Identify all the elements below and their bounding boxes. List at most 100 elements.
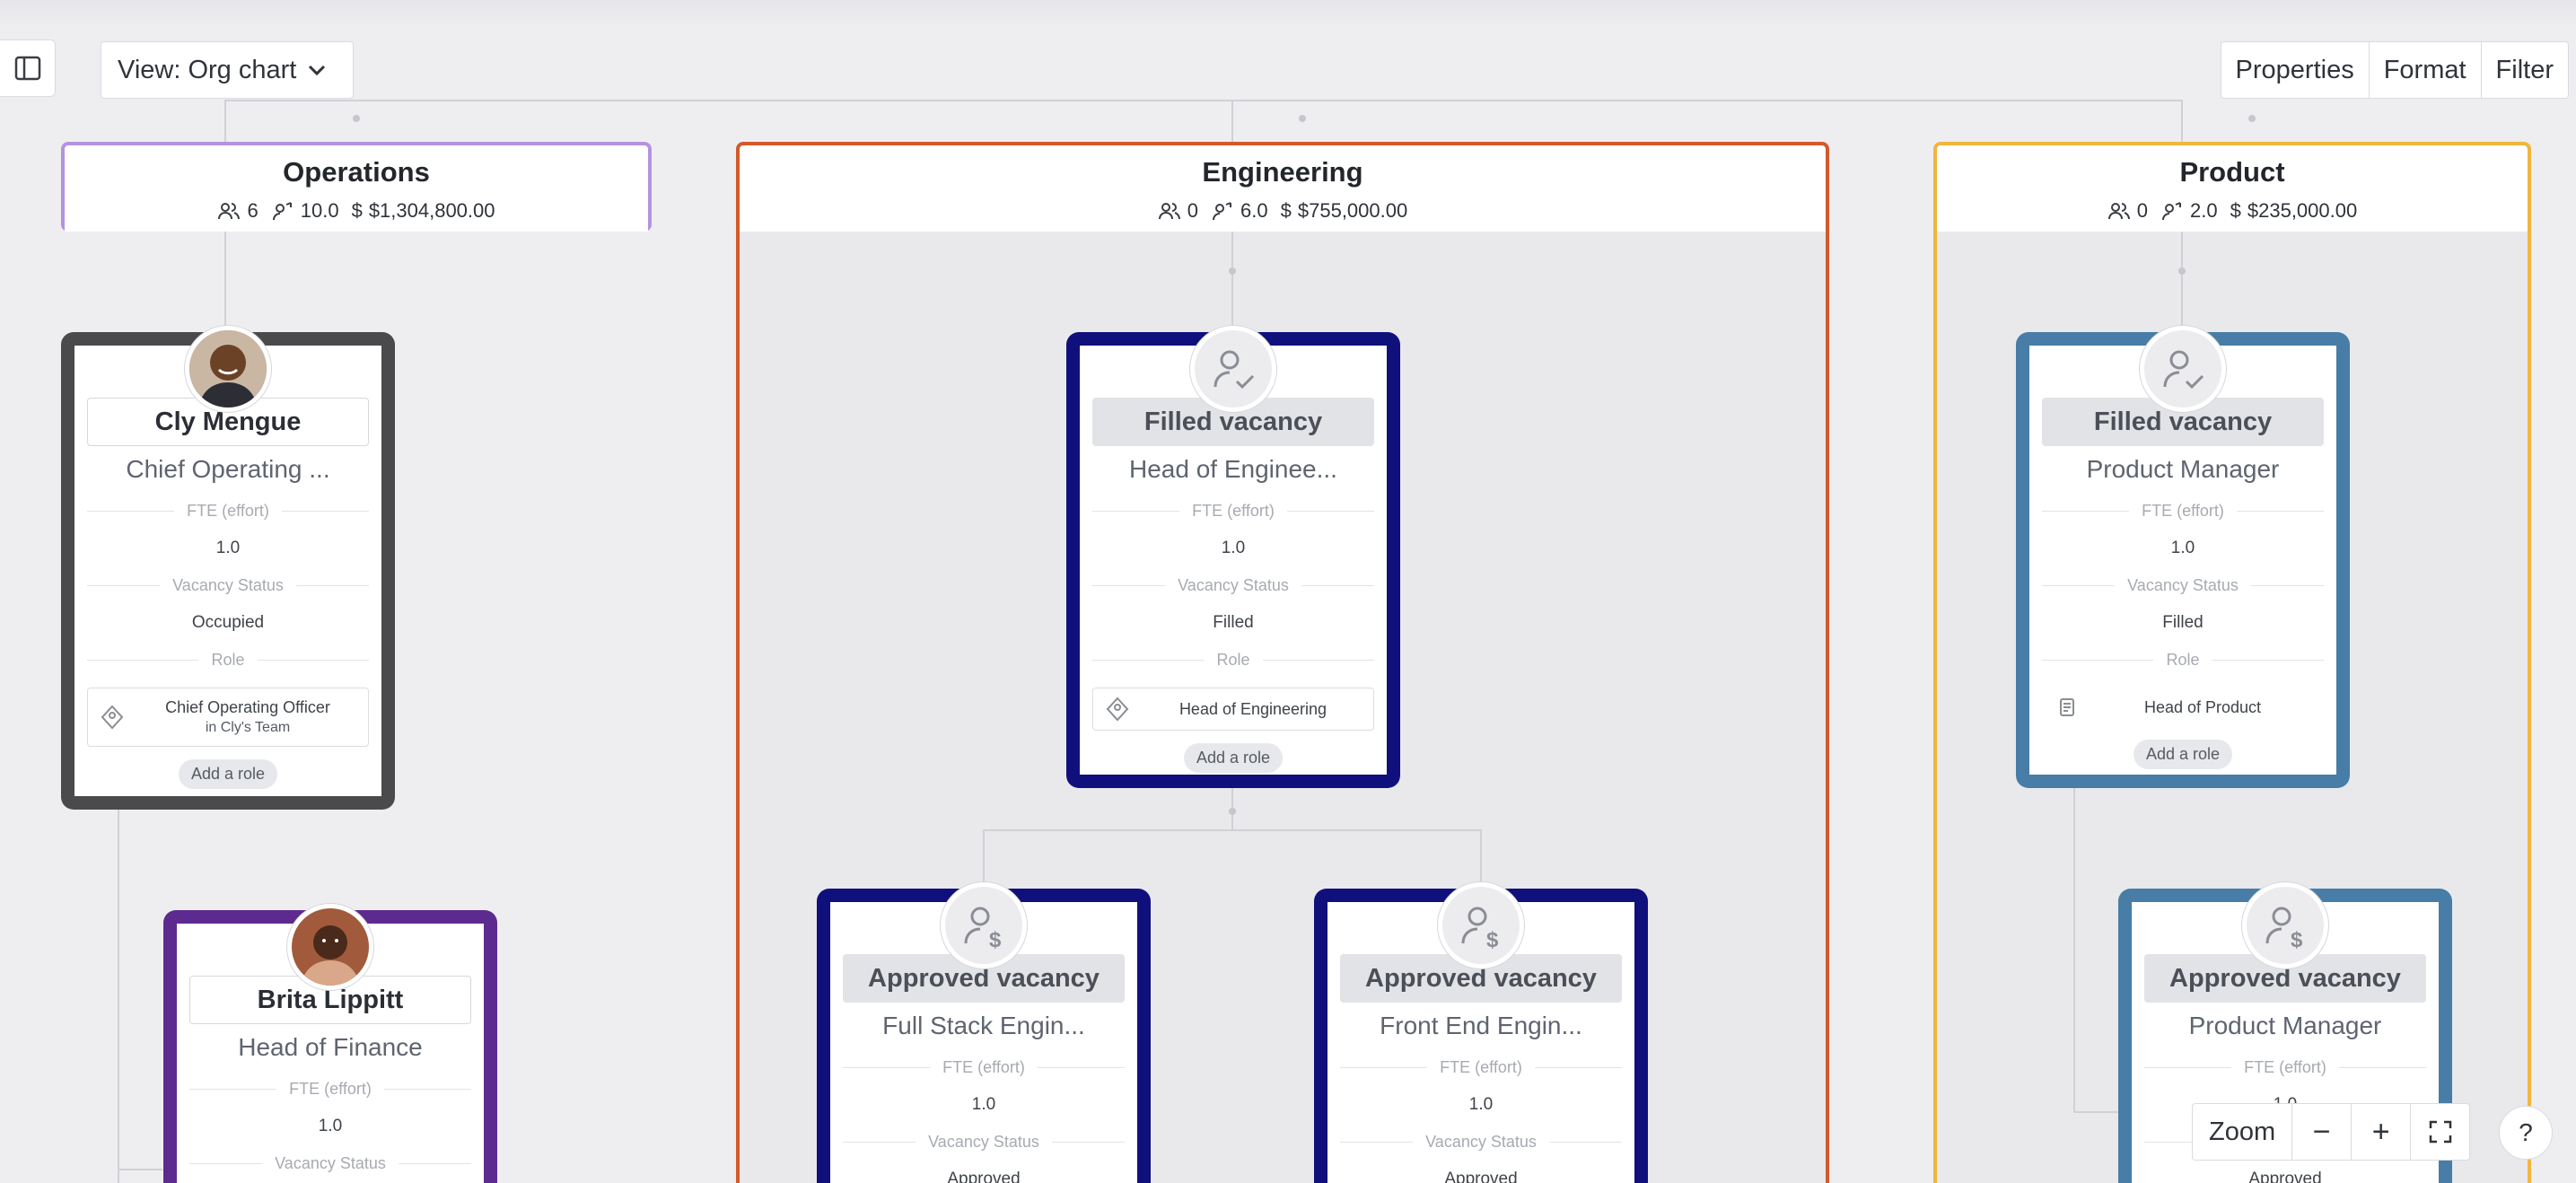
- format-button[interactable]: Format: [2368, 42, 2481, 98]
- role-icon: [101, 705, 124, 730]
- vacancy-status-label: Vacancy Status: [843, 1133, 1125, 1152]
- add-role-button[interactable]: Add a role: [2133, 740, 2233, 769]
- role-name: Chief Operating Officer: [165, 698, 330, 717]
- vacancy-status-label: Vacancy Status: [1092, 576, 1374, 595]
- people-count: 0: [1158, 199, 1198, 223]
- card-product-manager-filled[interactable]: Filled vacancy Product Manager FTE (effo…: [2016, 326, 2350, 788]
- fte-value: 1.0: [318, 1117, 343, 1135]
- group-stats: 6 10.0 $ $1,304,800.00: [65, 199, 648, 223]
- fullscreen-icon: [2429, 1120, 2451, 1144]
- people-icon: [2107, 203, 2130, 220]
- approved-vacancy-icon: $: [1461, 907, 1499, 951]
- card-subtitle: Head of Enginee...: [1129, 455, 1337, 483]
- dollar-icon: $: [351, 199, 363, 222]
- zoom-out-button[interactable]: −: [2291, 1104, 2351, 1160]
- fte-value: 1.0: [971, 1095, 996, 1114]
- fte-label: FTE (effort): [189, 1080, 471, 1099]
- vacancy-status-label: Vacancy Status: [87, 576, 369, 595]
- connector: [224, 232, 226, 330]
- approved-vacancy-icon: $: [2265, 907, 2303, 951]
- group-stats: 0 2.0 $ $235,000.00: [1937, 199, 2528, 223]
- vacancy-status-value: Filled: [1213, 613, 1254, 632]
- vacancy-status-value: Approved: [2248, 1170, 2322, 1183]
- avatar: [2140, 326, 2226, 412]
- connector-dot: [2178, 267, 2186, 275]
- cost-total: $ $235,000.00: [2230, 199, 2358, 222]
- vacancy-status-label: Vacancy Status: [189, 1154, 471, 1173]
- fte-value: 1.0: [1468, 1095, 1494, 1114]
- connector-dot: [353, 115, 360, 122]
- fte-icon: [1213, 202, 1232, 221]
- group-operations[interactable]: Operations 6 10.0 $ $1,304,800.00: [61, 142, 652, 232]
- fte-label: FTE (effort): [843, 1058, 1125, 1077]
- chevron-down-icon: [309, 65, 326, 76]
- zoom-in-button[interactable]: +: [2351, 1104, 2410, 1160]
- card-subtitle: Product Manager: [2188, 1012, 2382, 1039]
- zoom-label: Zoom: [2209, 1117, 2276, 1146]
- card-subtitle: Product Manager: [2086, 455, 2280, 483]
- fte-label: FTE (effort): [2144, 1058, 2426, 1077]
- role-icon: [1106, 697, 1129, 722]
- avatar: [287, 904, 373, 990]
- sidebar-toggle-button[interactable]: [0, 39, 56, 97]
- dollar-icon: $: [2230, 199, 2241, 222]
- people-icon: [1158, 203, 1180, 220]
- card-cly-mengue[interactable]: Cly Mengue Chief Operating ... FTE (effo…: [61, 326, 395, 810]
- view-selector-button[interactable]: View: Org chart: [101, 41, 354, 99]
- card-title: Filled vacancy: [2042, 398, 2324, 446]
- card-title: Approved vacancy: [1340, 954, 1622, 1003]
- filter-button[interactable]: Filter: [2480, 42, 2568, 98]
- toolbar-right: Properties Format Filter: [2220, 41, 2569, 99]
- group-header: Engineering 0 6.0 $ $755,000.00: [740, 145, 1826, 232]
- avatar: [1190, 326, 1276, 412]
- card-front-end-engineer[interactable]: $ Approved vacancy Front End Engin... FT…: [1314, 882, 1648, 1183]
- role-icon: [2060, 698, 2074, 716]
- role-item[interactable]: Head of Engineering: [1092, 688, 1374, 731]
- add-role-button[interactable]: Add a role: [1183, 743, 1284, 773]
- fte-total: 10.0: [271, 199, 339, 223]
- fit-to-screen-button[interactable]: [2410, 1104, 2469, 1160]
- connector-dot: [2248, 115, 2256, 122]
- help-button[interactable]: ?: [2499, 1106, 2553, 1160]
- approved-vacancy-icon: $: [964, 907, 1002, 951]
- fte-label: FTE (effort): [87, 502, 369, 521]
- role-name: Head of Engineering: [1178, 699, 1327, 718]
- fte-total: 6.0: [1211, 199, 1268, 223]
- svg-text:$: $: [2291, 928, 2303, 951]
- top-shadow: [0, 0, 2576, 27]
- filled-vacancy-icon: [2163, 350, 2204, 390]
- card-full-stack-engineer[interactable]: $ Approved vacancy Full Stack Engin... F…: [817, 882, 1151, 1183]
- people-count: 6: [217, 199, 258, 223]
- svg-text:$: $: [989, 928, 1002, 951]
- card-head-of-engineering[interactable]: Filled vacancy Head of Enginee... FTE (e…: [1066, 326, 1400, 788]
- card-subtitle: Chief Operating ...: [126, 455, 330, 483]
- fte-total: 2.0: [2160, 199, 2218, 223]
- card-title: Cly Mengue: [87, 398, 369, 446]
- connector: [2073, 1111, 2127, 1113]
- fte-label: FTE (effort): [2042, 502, 2324, 521]
- fte-icon: [2162, 202, 2182, 221]
- card-brita-lippitt[interactable]: Brita Lippitt Head of Finance FTE (effor…: [163, 904, 497, 1183]
- connector: [1231, 232, 1233, 330]
- connector: [118, 1169, 162, 1170]
- view-selector-label: View: Org chart: [118, 55, 297, 84]
- connector: [1231, 100, 1233, 145]
- connector-dot: [1229, 267, 1236, 275]
- properties-button[interactable]: Properties: [2235, 55, 2354, 84]
- connector-dot: [1229, 808, 1236, 815]
- people-count: 0: [2107, 199, 2148, 223]
- add-role-button[interactable]: Add a role: [178, 759, 278, 789]
- vacancy-status-value: Occupied: [191, 613, 265, 632]
- dollar-icon: $: [1280, 199, 1292, 222]
- group-title: Operations: [283, 156, 430, 188]
- vacancy-status-value: Filled: [2162, 613, 2204, 632]
- avatar: $: [941, 882, 1027, 968]
- card-subtitle: Head of Finance: [238, 1033, 423, 1061]
- connector: [2181, 232, 2183, 330]
- fte-value: 1.0: [1221, 539, 1246, 557]
- group-header: Operations 6 10.0 $ $1,304,800.00: [65, 145, 648, 232]
- role-item[interactable]: Head of Product: [2042, 688, 2324, 727]
- connector: [224, 100, 226, 145]
